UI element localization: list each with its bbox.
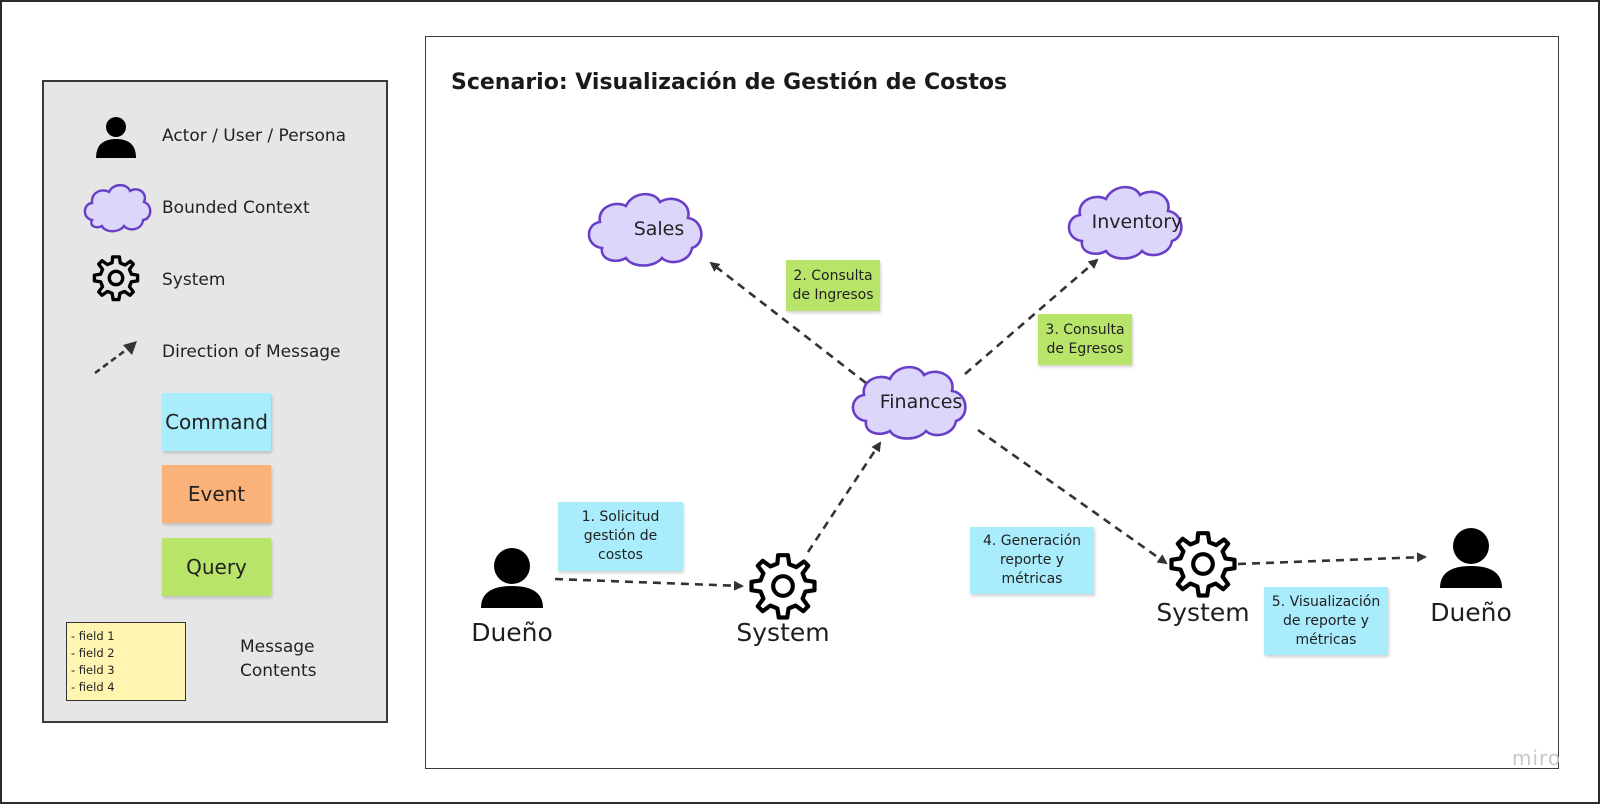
system-left-label: System <box>736 618 830 647</box>
message-3-query: 3. Consulta de Egresos <box>1038 314 1132 365</box>
miro-watermark: miro <box>1512 746 1562 770</box>
legend-query-sticky: Query <box>162 538 271 596</box>
scenario-title: Scenario: Visualización de Gestión de Co… <box>451 70 1008 95</box>
legend-event-sticky: Event <box>162 465 271 523</box>
arrow-finances-to-inventory <box>964 258 1099 375</box>
legend-bounded-context-label: Bounded Context <box>162 198 310 218</box>
message-1-line: 1. Solicitud <box>581 509 660 525</box>
gear-icon <box>749 553 817 620</box>
legend-direction-label: Direction of Message <box>162 342 341 362</box>
message-4-line: métricas <box>1001 571 1063 587</box>
field-line: - field 3 <box>71 663 115 677</box>
message-5-line: métricas <box>1295 631 1357 648</box>
legend-message-contents-label-line1: Message <box>240 637 315 657</box>
message-1-command: 1. Solicitud gestión de costos <box>558 502 683 571</box>
message-2-query: 2. Consulta de Ingresos <box>786 260 880 311</box>
message-3-line: de Egresos <box>1046 340 1124 357</box>
legend-event-label: Event <box>187 482 246 506</box>
message-5-command: 5. Visualización de reporte y métricas <box>1264 587 1388 655</box>
arrow-finances-to-sales <box>709 261 867 385</box>
system-right-label: System <box>1156 598 1250 627</box>
gear-icon <box>1169 531 1237 598</box>
message-1-line: costos <box>598 547 643 563</box>
arrow-finances-to-system <box>977 428 1168 565</box>
message-3-line: 3. Consulta <box>1045 321 1125 338</box>
actor-owner-left-label: Dueño <box>471 618 553 647</box>
legend-system-label: System <box>162 270 226 290</box>
cloud-inventory-icon <box>1067 185 1183 260</box>
person-icon <box>481 548 543 608</box>
field-line: - field 4 <box>71 680 115 694</box>
arrow-system-to-finances <box>806 441 882 553</box>
message-5-line: 5. Visualización <box>1271 593 1381 610</box>
context-inventory-label: Inventory <box>1091 211 1183 233</box>
legend-command-label: Command <box>165 410 268 434</box>
cloud-sales-icon <box>587 192 703 267</box>
message-2-line: de Ingresos <box>792 286 874 303</box>
legend-command-sticky: Command <box>162 393 271 451</box>
actor-owner-right-label: Dueño <box>1430 598 1512 627</box>
arrow-system-to-owner <box>1237 552 1427 566</box>
message-4-command: 4. Generación reporte y métricas <box>970 527 1094 594</box>
message-4-line: reporte y <box>999 552 1065 568</box>
legend-query-label: Query <box>186 555 247 579</box>
cloud-finances-icon <box>851 365 967 440</box>
legend-actor-label: Actor / User / Persona <box>162 126 347 146</box>
dashed-arrow-icon <box>94 341 137 375</box>
cloud-icon <box>83 183 152 233</box>
legend-message-contents-label-line2: Contents <box>240 661 317 681</box>
message-1-line: gestión de <box>583 528 658 544</box>
message-5-line: de reporte y <box>1282 612 1370 629</box>
field-line: - field 1 <box>71 629 115 643</box>
legend-message-contents-sticky: - field 1 - field 2 - field 3 - field 4 <box>66 622 186 701</box>
person-icon <box>96 117 136 158</box>
context-sales-label: Sales <box>633 218 685 240</box>
arrow-owner-to-system <box>554 577 744 591</box>
message-4-line: 4. Generación <box>982 533 1082 549</box>
context-finances-label: Finances <box>879 391 963 413</box>
message-2-line: 2. Consulta <box>793 267 873 284</box>
gear-icon <box>92 255 140 302</box>
legend-panel: Actor / User / Persona Bounded Context S… <box>42 80 388 723</box>
person-icon <box>1440 528 1502 588</box>
field-line: - field 2 <box>71 646 115 660</box>
